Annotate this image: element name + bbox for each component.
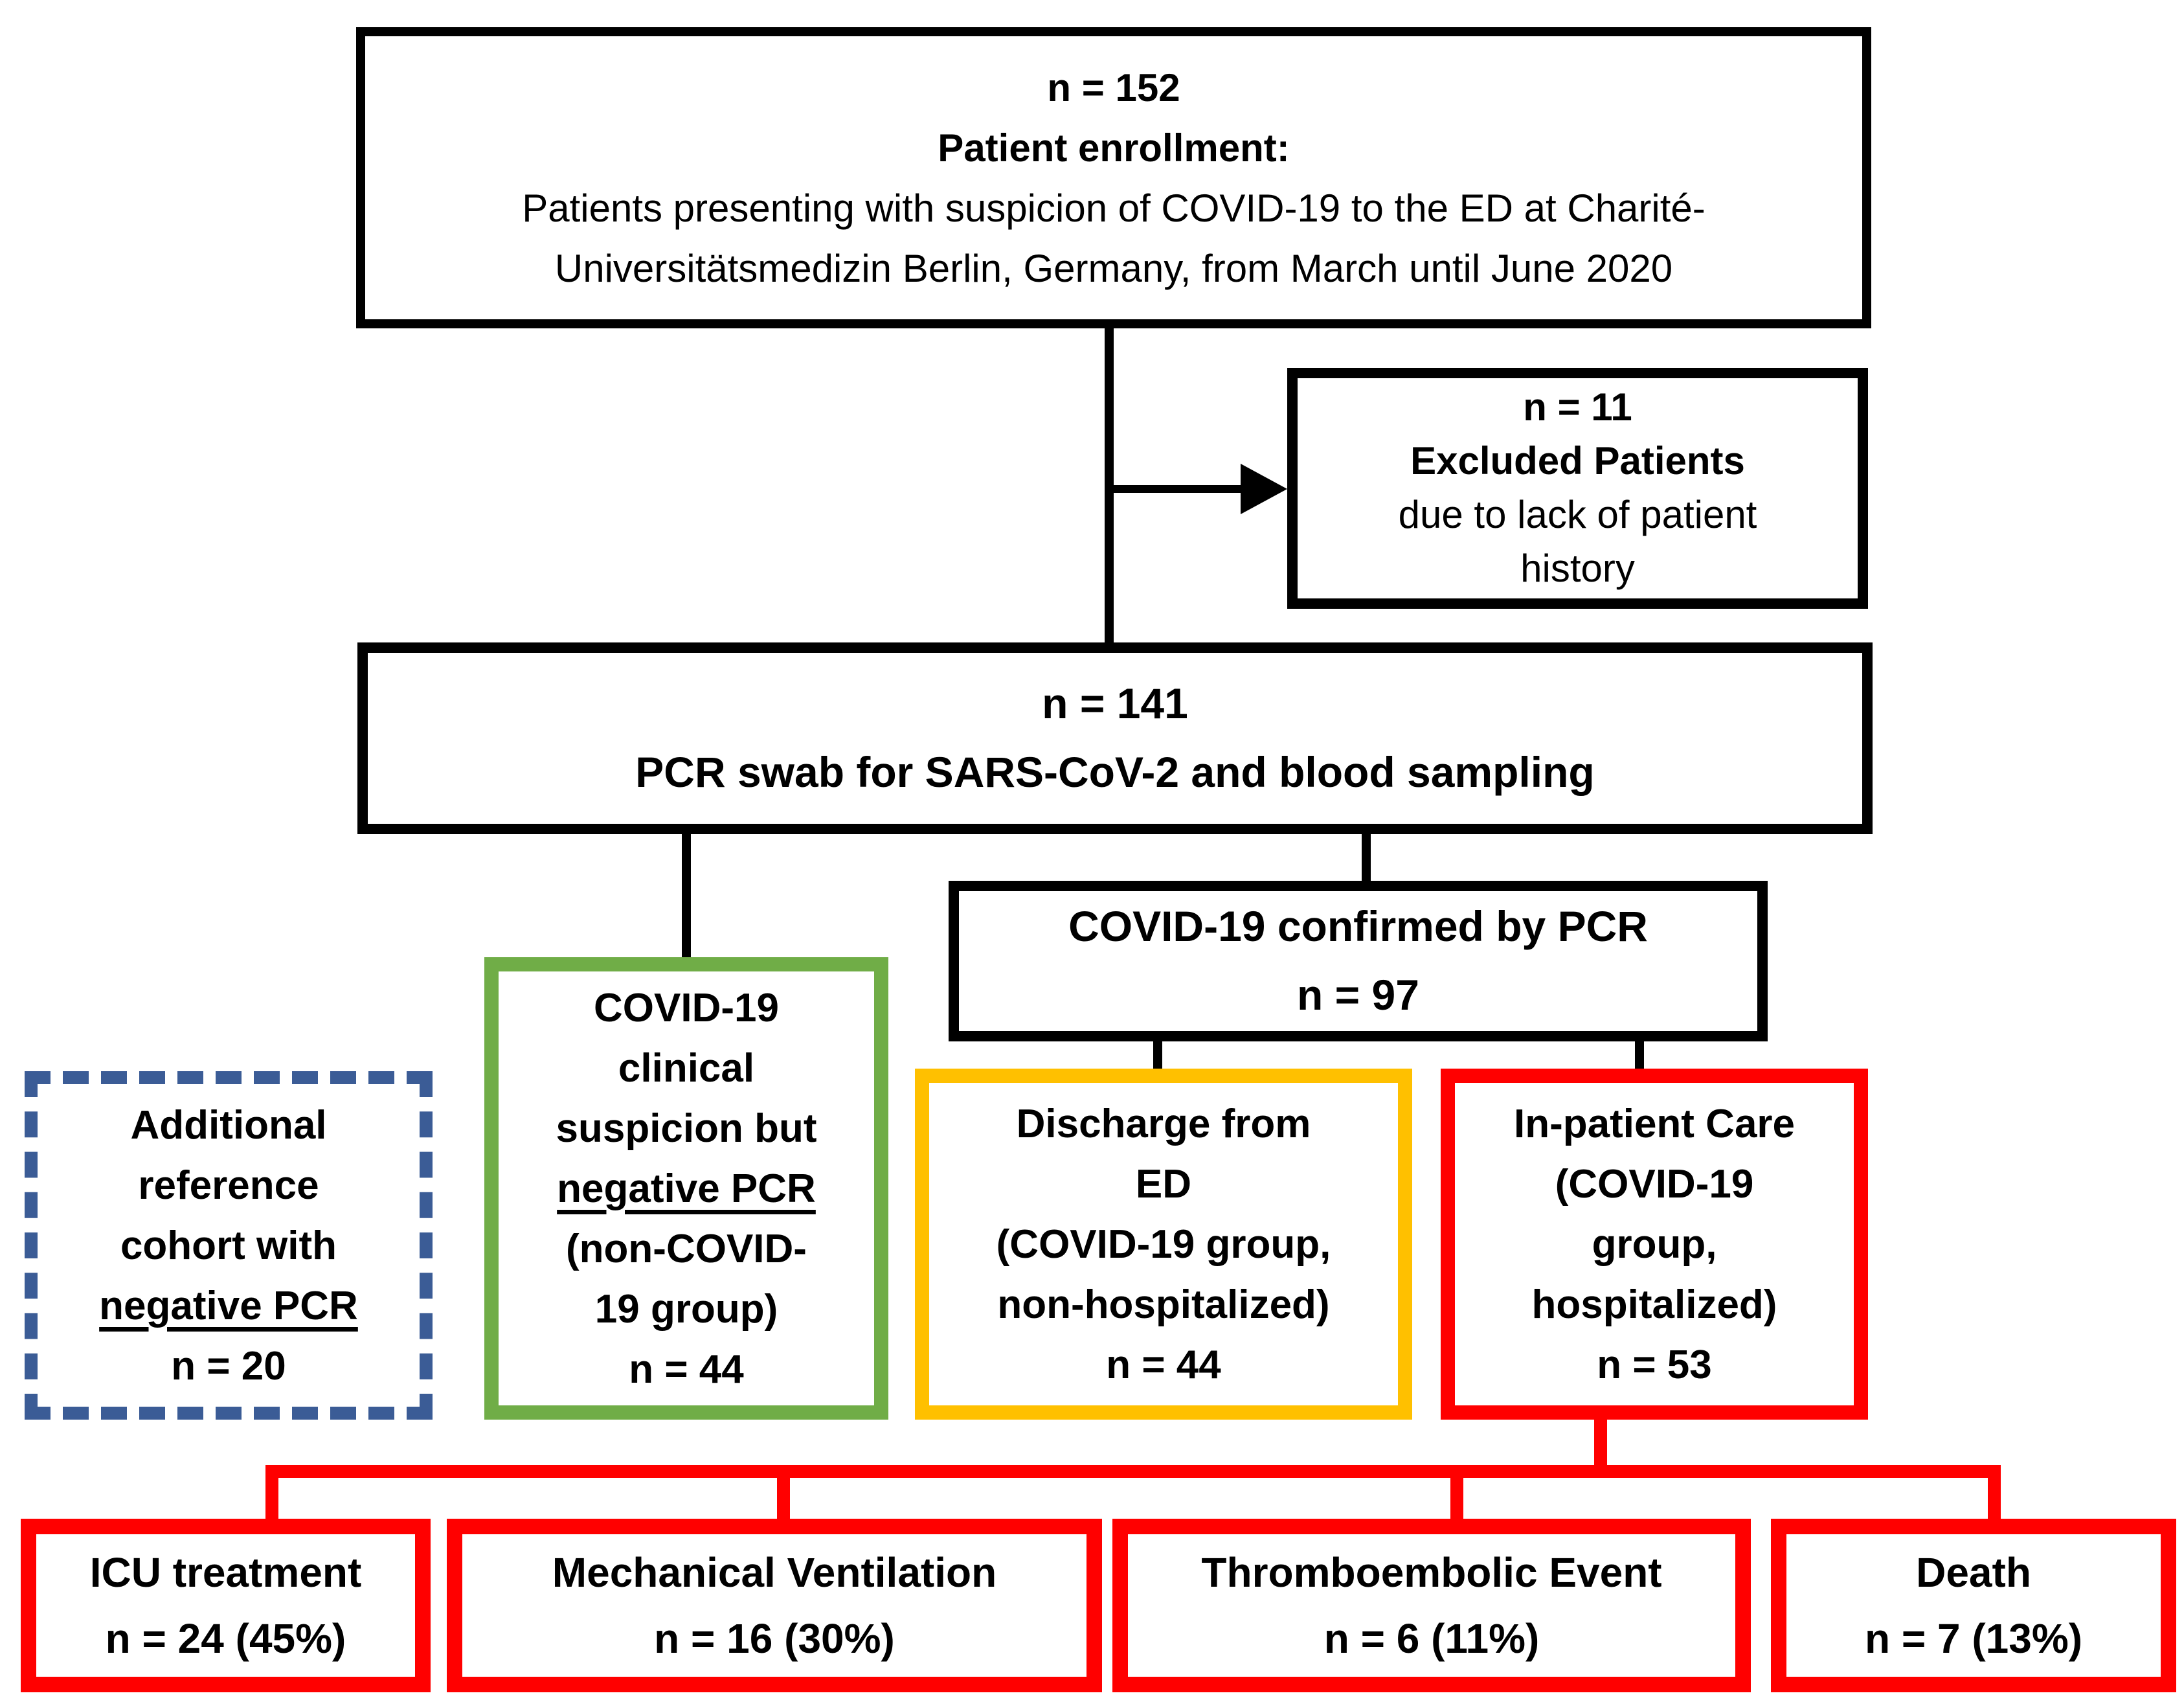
text-line: (non-COVID- <box>566 1226 807 1271</box>
text-line: PCR swab for SARS-CoV-2 and blood sampli… <box>635 748 1595 796</box>
text-line: n = 152 <box>1047 65 1180 109</box>
text-line: group, <box>1592 1221 1717 1267</box>
text-line: n = 44 <box>1106 1342 1221 1387</box>
text-line: suspicion but <box>556 1106 817 1151</box>
text-line: n = 141 <box>1042 679 1188 728</box>
text-line: n = 20 <box>171 1343 286 1389</box>
text-line: In-patient Care <box>1513 1101 1796 1146</box>
connector-outcomes-rail <box>265 1465 2001 1478</box>
text-line: n = 16 (30%) <box>654 1615 895 1662</box>
text-line: COVID-19 confirmed by PCR <box>1068 902 1648 951</box>
connector-pcr-to-confirmed <box>1362 832 1371 883</box>
text-line: negative PCR <box>99 1283 358 1328</box>
text-line: 19 group) <box>594 1286 778 1332</box>
text-line: history <box>1520 546 1635 590</box>
text-line: Additional <box>130 1102 327 1148</box>
text-line: n = 53 <box>1597 1342 1712 1387</box>
text-line: ED <box>1135 1161 1192 1207</box>
text-line: Mechanical Ventilation <box>552 1549 997 1596</box>
mechanical-ventilation-box: Mechanical Ventilation n = 16 (30%) <box>447 1519 1102 1692</box>
covid-confirmed-box: COVID-19 confirmed by PCR n = 97 <box>949 881 1768 1041</box>
text-line: Discharge from <box>1016 1101 1311 1146</box>
text-line: non-hospitalized) <box>997 1282 1330 1327</box>
text-line: Excluded Patients <box>1410 439 1745 483</box>
connector-exclusion-branch <box>1109 485 1242 493</box>
non-covid-group-box: COVID-19 clinical suspicion but negative PC… <box>484 957 888 1420</box>
death-box: Death n = 7 (13%) <box>1771 1519 2176 1692</box>
text-line: n = 97 <box>1297 971 1419 1019</box>
text-line: Patients presenting with suspicion of CO… <box>522 186 1706 230</box>
connector-rail-to-icu <box>265 1465 278 1522</box>
text-line: Universitätsmedizin Berlin, Germany, fro… <box>554 246 1673 290</box>
text-line: cohort with <box>120 1223 337 1268</box>
icu-treatment-box: ICU treatment n = 24 (45%) <box>21 1519 431 1692</box>
arrowhead-to-excluded <box>1241 464 1287 514</box>
text-line: Thromboembolic Event <box>1201 1549 1662 1596</box>
text-line: n = 11 <box>1523 385 1632 429</box>
text-line: COVID-19 <box>594 985 779 1030</box>
connector-rail-to-thromboembolic <box>1450 1475 1463 1522</box>
connector-rail-to-ventilation <box>777 1475 790 1522</box>
connector-rail-to-death <box>1988 1465 2001 1522</box>
text-line: reference <box>138 1163 319 1208</box>
reference-cohort-box: Additional reference cohort with negative P… <box>25 1071 433 1420</box>
text-line: hospitalized) <box>1531 1282 1777 1327</box>
connector-confirmed-to-inpatient <box>1635 1039 1644 1072</box>
connector-inpatient-stem <box>1594 1417 1607 1470</box>
text-line: (COVID-19 <box>1555 1161 1754 1207</box>
text-line: ICU treatment <box>89 1549 362 1596</box>
text-line: (COVID-19 group, <box>996 1221 1331 1267</box>
connector-confirmed-to-discharged <box>1153 1039 1162 1072</box>
text-line: n = 24 (45%) <box>105 1615 346 1662</box>
text-line: negative PCR <box>557 1166 816 1211</box>
text-line: Death <box>1916 1549 2031 1596</box>
text-line: n = 7 (13%) <box>1864 1615 2083 1662</box>
text-line: n = 44 <box>629 1346 744 1392</box>
excluded-patients-box: n = 11 Excluded Patients due to lack of pa… <box>1287 368 1868 609</box>
text-line: clinical <box>618 1045 755 1091</box>
connector-enrollment-to-pcr <box>1105 326 1114 644</box>
inpatient-group-box: In-patient Care (COVID-19 group, hospitaliz… <box>1441 1069 1868 1420</box>
text-line: n = 6 (11%) <box>1323 1615 1540 1662</box>
thromboembolic-event-box: Thromboembolic Event n = 6 (11%) <box>1112 1519 1751 1692</box>
text-line: Patient enrollment: <box>938 126 1290 170</box>
connector-pcr-to-noncovid <box>682 832 691 968</box>
text-line: due to lack of patient <box>1398 493 1757 536</box>
